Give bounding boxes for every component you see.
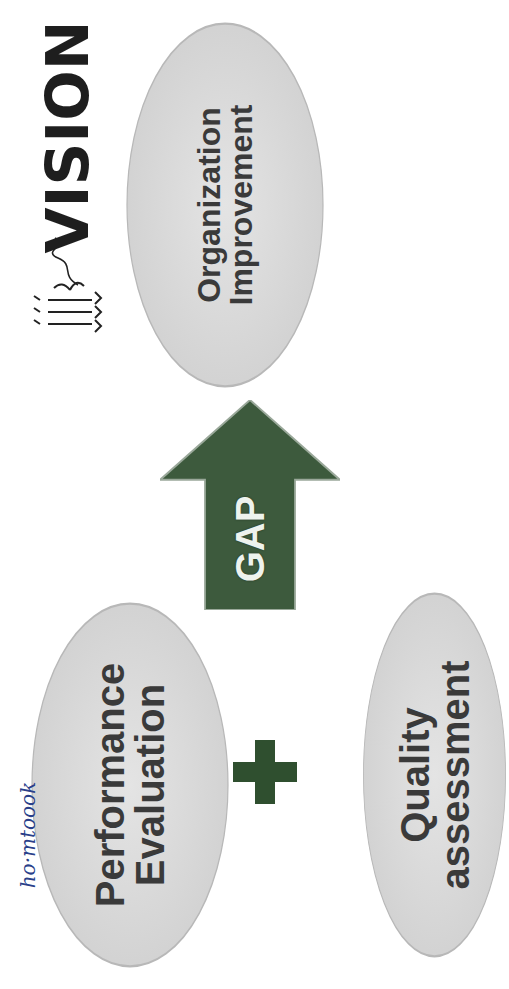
handwritten-note: ho·mtoook	[8, 770, 48, 900]
handwritten-note-text: ho·mtoook	[18, 782, 38, 889]
vision-label: VISION	[22, 18, 114, 255]
ellipse-node: Organization Improvement	[125, 20, 325, 390]
plus-sign	[233, 740, 297, 804]
ellipse-node: Performance Evaluation	[30, 600, 230, 970]
text-group: Quality assessment	[395, 660, 475, 889]
node-label: Performance Evaluation	[90, 663, 170, 908]
text-group: Organization Improvement	[193, 105, 257, 306]
text-group: ho·mtoook	[18, 782, 38, 889]
vision-label-text: VISION	[38, 20, 97, 253]
text-group: VISION	[38, 20, 97, 253]
stick-figures	[34, 283, 101, 332]
arrow-label: GAP	[230, 495, 270, 582]
text-group: GAP	[230, 495, 270, 582]
gap-arrow: GAP	[160, 400, 340, 610]
node-label: Quality assessment	[395, 660, 475, 889]
ellipse-node: Quality assessment	[362, 590, 507, 960]
node-label: Organization Improvement	[193, 105, 257, 306]
text-group: Performance Evaluation	[90, 663, 170, 908]
